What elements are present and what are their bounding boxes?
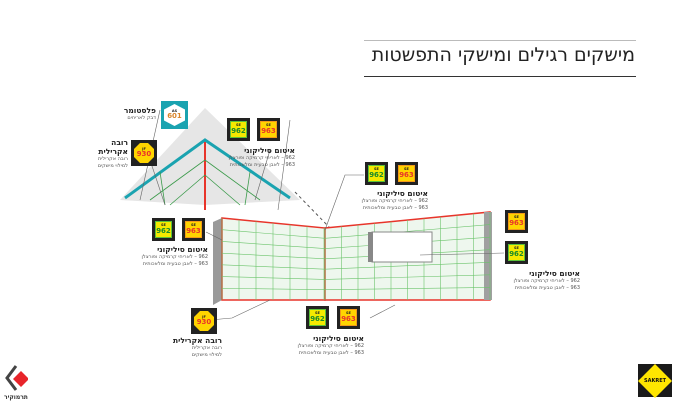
title-underline — [364, 76, 636, 77]
grid-line — [221, 264, 326, 270]
detail-callout-line — [294, 191, 331, 229]
page-title: מישקים רגילים ומישקי התפשטות — [371, 44, 635, 66]
sakret-logo: SAKRET — [638, 363, 672, 398]
corner-grid — [149, 159, 261, 206]
wall-opening — [371, 231, 433, 263]
sakret-logo-text: SAKRET — [643, 377, 667, 384]
grid-line — [324, 261, 491, 270]
wall-end — [484, 212, 492, 300]
grid-line — [221, 241, 326, 249]
grid-line — [221, 229, 326, 239]
wall-side — [213, 218, 222, 305]
grid-line — [324, 274, 491, 280]
grid-line — [221, 276, 326, 280]
grid-line — [324, 224, 491, 239]
grid-line — [221, 252, 326, 260]
title-top-rule — [364, 40, 636, 41]
grid-line — [221, 287, 326, 291]
wall-left-face — [221, 217, 326, 301]
thermokir-logo-text: תרמוקיר — [4, 394, 28, 401]
opening-reveal — [368, 232, 373, 262]
thermokir-logo-icon — [5, 365, 28, 391]
grid-line — [324, 287, 491, 291]
corner-background — [120, 108, 300, 205]
